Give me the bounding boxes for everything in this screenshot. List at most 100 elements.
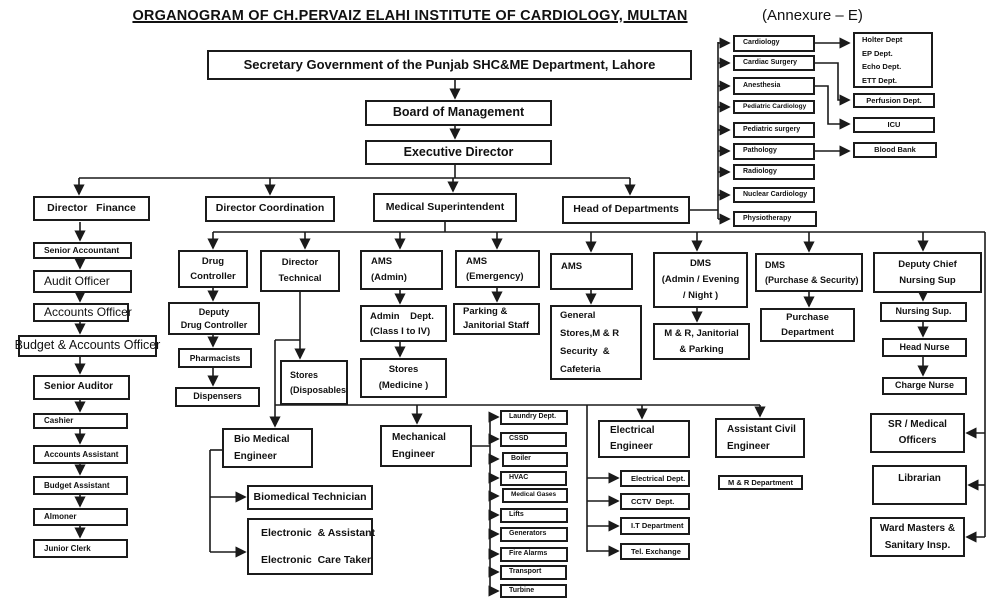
- org-node-biomedical-technician: Biomedical Technician: [247, 485, 373, 510]
- org-node-label: HVAC: [509, 474, 529, 482]
- org-node-generators: Generators: [500, 527, 568, 542]
- org-node-label: Pharmacists: [189, 352, 241, 363]
- org-node-label: Holter Dept: [862, 35, 903, 44]
- org-node-secretary: Secretary Government of the Punjab SHC&M…: [207, 50, 692, 80]
- org-node-label: Generators: [509, 530, 547, 538]
- org-node-label: Perfusion Dept.: [866, 95, 922, 105]
- org-node-label: Engineer: [392, 449, 435, 460]
- org-node-blood-bank: Blood Bank: [853, 142, 937, 158]
- org-node-label: Charge Nurse: [894, 380, 955, 391]
- org-node-nuclear-cardiology: Nuclear Cardiology: [733, 187, 815, 203]
- org-node-radiology: Radiology: [733, 164, 815, 180]
- org-node-label: Stores,M & R: [560, 327, 620, 339]
- annexure-label: (Annexure – E): [762, 7, 863, 24]
- org-node-label: Electronic & Assistant: [261, 526, 375, 539]
- org-node-label: Audit Officer: [44, 274, 110, 288]
- org-node-label: Budget Assistant: [44, 480, 110, 490]
- org-node-label: Fire Alarms: [509, 550, 548, 558]
- org-node-label: AMS: [466, 256, 488, 267]
- org-node-label: Turbine: [509, 586, 535, 594]
- org-node-medical-superintendent: Medical Superintendent: [373, 193, 517, 222]
- org-node-label: Cardiology: [743, 39, 780, 47]
- org-node-label: Executive Director: [403, 144, 514, 159]
- org-node-label: Officers: [898, 435, 937, 446]
- org-node-label: SR / Medical: [888, 419, 947, 430]
- org-node-label: Admin Dept.: [370, 310, 434, 322]
- org-node-dms-admin-evening-night: DMS(Admin / Evening/ Night ): [653, 252, 748, 308]
- org-node-label: AMS: [561, 261, 583, 272]
- org-node-label: Engineer: [610, 441, 653, 452]
- org-node-label: Cardiac Surgery: [743, 58, 798, 66]
- org-node-label: Parking &: [463, 306, 508, 317]
- org-node-accounts-officer: Accounts Officer: [33, 303, 132, 322]
- arrow-connectors: [73, 37, 985, 597]
- org-node-tel-exchange: Tel. Exchange: [620, 543, 690, 560]
- org-node-label: Echo Dept.: [862, 62, 902, 71]
- org-node-label: Controller: [190, 271, 236, 282]
- page-title: ORGANOGRAM OF CH.PERVAIZ ELAHI INSTITUTE…: [132, 8, 688, 24]
- org-node-budget-assistant: Budget Assistant: [33, 476, 128, 495]
- org-node-cctv-dept: CCTV Dept.: [620, 493, 690, 510]
- org-node-label: (Class I to IV): [370, 325, 431, 337]
- org-node-label: Director Coordination: [215, 202, 325, 215]
- org-node-audit-officer: Audit Officer: [33, 270, 132, 293]
- org-node-label: (Purchase & Security): [765, 274, 859, 285]
- org-node-label: (Admin): [371, 272, 407, 283]
- org-node-cssd: CSSD: [500, 432, 567, 447]
- org-node-head-of-departments: Head of Departments: [562, 196, 690, 224]
- org-node-label: Cashier: [44, 416, 74, 425]
- org-node-ward-masters-sanitary: Ward Masters &Sanitary Insp.: [870, 517, 965, 557]
- org-node-stores-disposables: Stores(Disposables: [280, 360, 348, 405]
- org-node-label: Electrical Dept.: [631, 473, 686, 483]
- org-node-nursing-sup: Nursing Sup.: [880, 302, 967, 322]
- org-node-label: Assistant Civil: [727, 424, 796, 435]
- org-node-label: Nursing Sup: [899, 274, 956, 286]
- org-node-label: Sanitary Insp.: [884, 540, 951, 551]
- org-node-fire-alarms: Fire Alarms: [500, 547, 568, 562]
- org-node-icu: ICU: [853, 117, 935, 133]
- org-node-label: Librarian: [898, 473, 941, 484]
- org-node-label: Secretary Government of the Punjab SHC&M…: [243, 56, 656, 72]
- org-node-dispensers: Dispensers: [175, 387, 260, 407]
- org-node-label: Janitorial Staff: [463, 320, 529, 331]
- org-node-label: Director Finance: [47, 201, 136, 214]
- org-node-label: Bio Medical: [234, 434, 290, 445]
- org-node-label: Nuclear Cardiology: [743, 190, 808, 198]
- org-node-label: Head of Departments: [573, 203, 679, 216]
- org-node-label: Drug Controller: [180, 319, 248, 330]
- org-node-label: DMS: [765, 259, 785, 270]
- org-node-label: Accounts Officer: [44, 305, 132, 319]
- org-node-label: I.T Department: [631, 521, 684, 531]
- org-node-label: Medical Superintendent: [385, 200, 505, 213]
- org-node-charge-nurse: Charge Nurse: [882, 377, 967, 395]
- org-node-label: Physiotherapy: [743, 214, 792, 222]
- org-node-label: ETT Dept.: [862, 75, 897, 85]
- org-node-label: M & R Department: [727, 477, 793, 487]
- org-node-pediatric-surgery: Pediatric surgery: [733, 122, 815, 138]
- org-node-label: Electrical: [610, 425, 655, 436]
- org-node-director-finance: Director Finance: [33, 196, 150, 221]
- org-node-transport: Transport: [500, 565, 567, 580]
- org-node-label: Budget & Accounts Officer: [14, 338, 161, 353]
- org-node-accounts-assistant: Accounts Assistant: [33, 445, 128, 464]
- org-node-label: Almoner: [44, 512, 77, 521]
- org-node-label: Senior Auditor: [44, 381, 114, 393]
- org-node-label: Deputy: [198, 306, 230, 317]
- org-node-label: Radiology: [743, 167, 777, 175]
- org-node-ams-admin: AMS (Admin): [360, 250, 443, 290]
- org-node-label: Junior Clerk: [44, 543, 91, 553]
- org-node-label: AMS: [371, 256, 393, 267]
- org-node-budget-accounts-officer: Budget & Accounts Officer: [15, 335, 160, 357]
- org-node-director-coordination: Director Coordination: [205, 196, 335, 222]
- org-node-pediatric-cardiology: Pediatric Cardiology: [733, 100, 815, 114]
- org-node-ams: AMS: [550, 253, 633, 290]
- org-node-label: Electronic Care Taker: [261, 553, 372, 566]
- org-node-label: Mechanical: [392, 432, 446, 443]
